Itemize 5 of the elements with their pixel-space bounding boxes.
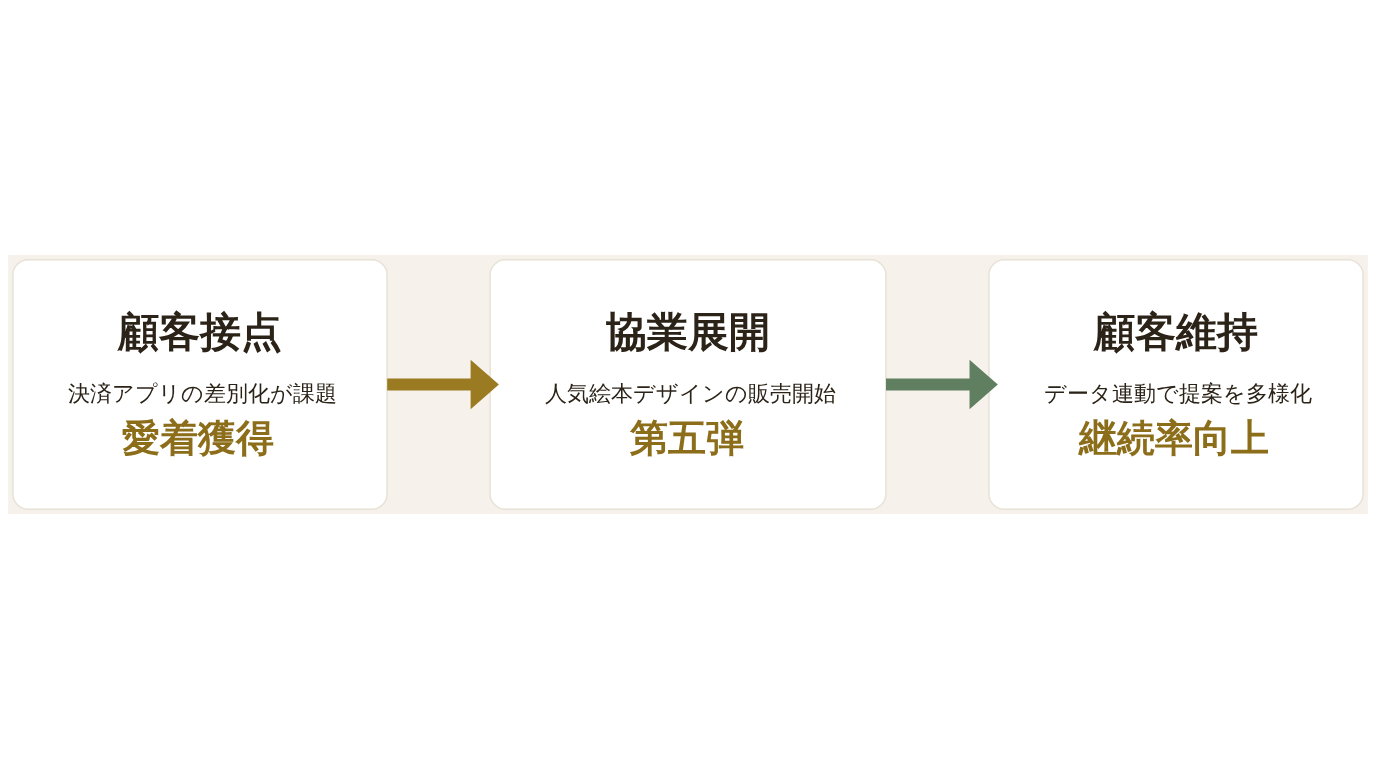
node-box: 顧客接点 決済アプリの差別化が課題 愛着獲得 (12, 258, 388, 510)
arrow (886, 359, 998, 409)
node-box: 協業展開 人気絵本デザインの販売開始 第五弾 (489, 258, 887, 510)
node-box: 顧客維持 データ連動で提案を多様化 継続率向上 (988, 258, 1364, 510)
arrow (387, 359, 499, 409)
